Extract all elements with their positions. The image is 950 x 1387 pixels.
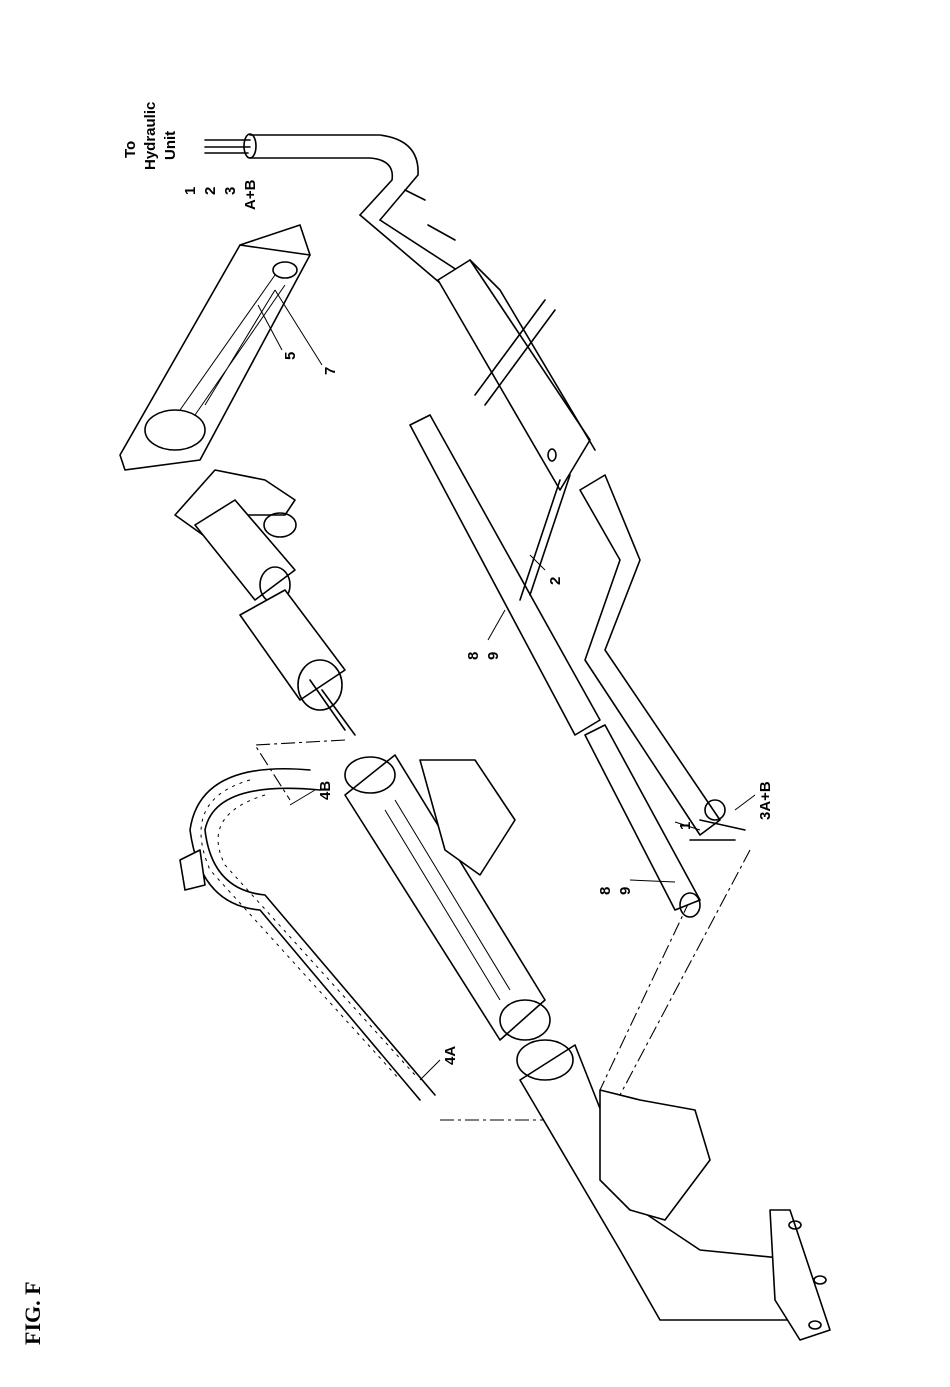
callout-2-top: 2 [202,187,219,195]
callout-8-upper: 8 [465,652,482,660]
callout-9-lower: 9 [617,887,634,895]
callout-4b: 4B [317,781,334,800]
leader-3ab [735,795,755,810]
callout-3ab: 3A+B [757,781,774,820]
callout-9-upper: 9 [485,652,502,660]
callout-3-top: 3 [222,187,239,195]
callout-4a: 4A [442,1046,459,1065]
callout-8-lower: 8 [597,887,614,895]
callout-to-hydraulic-unit: To Hydraulic Unit [122,102,179,170]
callout-7: 7 [322,367,339,375]
label-to: To [122,141,139,158]
coupler-cylinder [175,470,355,735]
leader-4b [290,790,315,805]
channel-upper [438,260,595,490]
leader-89-upper [488,610,505,640]
leader-4a [420,1060,440,1080]
large-tube [345,755,550,1040]
callout-2-cable: 2 [547,577,564,585]
figure-title: FIG. F [20,1281,45,1345]
callout-ab-top: A+B [242,179,259,210]
label-unit: Unit [162,131,179,160]
label-hydraulic: Hydraulic [142,102,159,170]
callout-5: 5 [282,352,299,360]
housing-box [120,225,310,470]
callout-1-top: 1 [182,187,199,195]
base-pipe [517,1040,830,1340]
